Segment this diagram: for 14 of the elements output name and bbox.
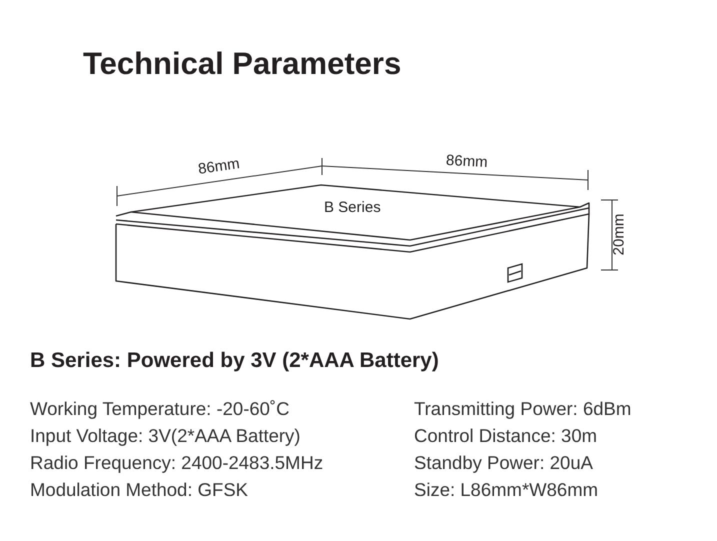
title: Technical Parameters bbox=[83, 46, 402, 82]
spec-text: Standby Power: 20uA bbox=[414, 452, 593, 474]
dimension-label: 86mm bbox=[197, 155, 241, 178]
spec-text: Input Voltage: 3V(2*AAA Battery) bbox=[30, 425, 300, 447]
spec-text: Working Temperature: -20-60˚C bbox=[30, 398, 290, 420]
dimension-label: 20mm bbox=[610, 214, 628, 256]
spec-text: Radio Frequency: 2400-2483.5MHz bbox=[30, 452, 324, 474]
spec-text: Modulation Method: GFSK bbox=[30, 479, 248, 501]
device-label: B Series bbox=[324, 199, 381, 216]
section-heading: B Series: Powered by 3V (2*AAA Battery) bbox=[30, 349, 439, 373]
dimension-label: 86mm bbox=[446, 152, 488, 172]
spec-text: Transmitting Power: 6dBm bbox=[414, 398, 632, 420]
spec-text: Size: L86mm*W86mm bbox=[414, 479, 598, 501]
spec-text: Control Distance: 30m bbox=[414, 425, 598, 447]
